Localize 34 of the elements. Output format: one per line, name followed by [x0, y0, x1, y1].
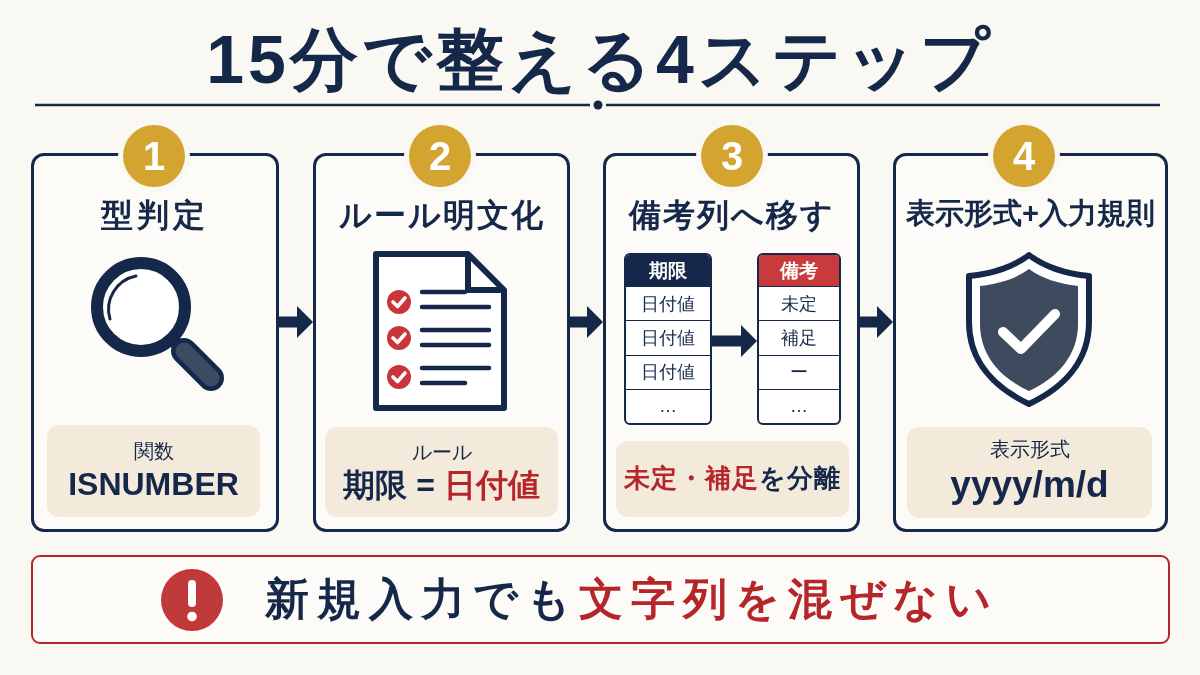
- arrow: [860, 306, 893, 338]
- table-cell: ー: [759, 354, 839, 389]
- data-table: [624, 253, 712, 425]
- column-header: 期限: [626, 255, 710, 286]
- info-panel: [47, 425, 260, 517]
- arrow: [570, 306, 603, 338]
- table-cell: 日付値: [626, 354, 710, 389]
- table-cell: …: [759, 388, 839, 423]
- panel-caption: 関数: [133, 438, 174, 463]
- panel-value: yyyy/m/d: [950, 463, 1109, 508]
- table-cell: 未定: [759, 286, 839, 321]
- panel-caption: 表示形式: [989, 437, 1070, 462]
- step-heading: ルール明文化: [338, 196, 545, 235]
- column-header: 備考: [759, 255, 839, 286]
- step-heading: 備考列へ移す: [628, 196, 835, 235]
- panel-caption: ルール: [411, 439, 472, 464]
- step-heading: 型判定: [101, 196, 209, 235]
- panel-value: ISNUMBER: [68, 464, 239, 504]
- table-cell: 日付値: [626, 320, 710, 355]
- warning-message: 新規入力でも文字列を混ぜない: [265, 573, 999, 626]
- step-heading: 表示形式+入力規則: [906, 196, 1155, 231]
- panel-value: 未定・補足を分離: [624, 463, 841, 495]
- title: 15分で整える4ステップ: [206, 20, 994, 99]
- arrow: [279, 306, 313, 338]
- table-cell: …: [626, 388, 710, 423]
- warning-banner: [31, 555, 1170, 644]
- table-cell: 補足: [759, 320, 839, 355]
- table-cell: 日付値: [626, 286, 710, 321]
- data-table: [757, 253, 841, 425]
- arrow: [712, 325, 757, 357]
- info-panel: [325, 427, 558, 517]
- panel-value: 期限 = 日付値: [343, 465, 540, 505]
- info-panel: [616, 441, 849, 517]
- info-panel: [907, 427, 1152, 518]
